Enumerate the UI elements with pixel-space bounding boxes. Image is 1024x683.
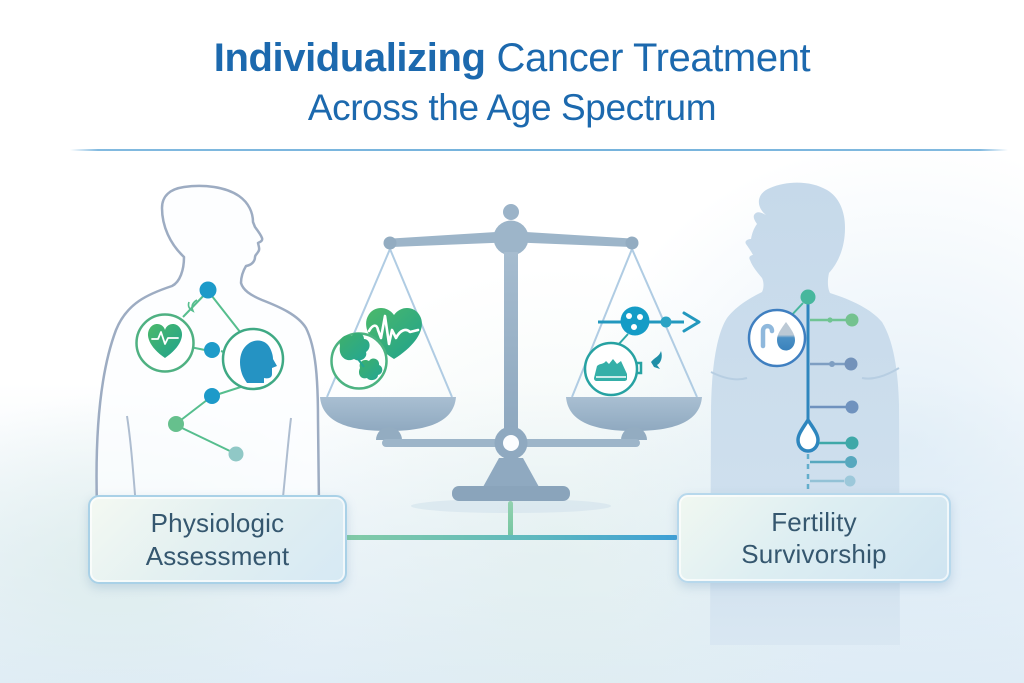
branch-end-dot xyxy=(844,357,858,371)
title-rest: Cancer Treatment xyxy=(496,36,811,80)
cell-dot xyxy=(631,324,637,330)
network-line xyxy=(180,399,208,421)
beam-knob-right xyxy=(625,236,639,250)
head-profile-shape xyxy=(240,340,277,383)
branch-end-dot xyxy=(845,436,859,450)
scale-pivot-hole xyxy=(503,435,519,451)
beam-knob-left xyxy=(383,236,397,250)
droplet-marker-icon xyxy=(796,416,820,453)
heart-ekg-icon xyxy=(135,313,195,373)
connector-stub xyxy=(508,501,513,537)
network-line xyxy=(181,427,233,453)
kidney-stem xyxy=(357,358,365,368)
heart-shape xyxy=(147,324,183,358)
water-drop-icon xyxy=(777,322,795,351)
network-node xyxy=(228,446,244,462)
arrow-head xyxy=(682,311,701,333)
sleeve-line-left xyxy=(710,371,748,381)
branch-end-dot xyxy=(844,475,856,487)
scale-post xyxy=(504,252,518,432)
sneaker-shape xyxy=(594,359,627,381)
pan-dome-right xyxy=(621,427,647,440)
branch-mid-dot xyxy=(829,361,835,367)
network-node xyxy=(204,388,220,404)
scale-base-neck xyxy=(483,458,539,487)
right-pan-icons xyxy=(583,306,701,397)
connector-line xyxy=(345,535,678,540)
kidney-blob-large xyxy=(339,332,370,361)
leaf-squiggle xyxy=(187,299,198,313)
badge-tab xyxy=(636,361,643,375)
title-divider-line xyxy=(70,149,1008,151)
branch-end-dot xyxy=(845,313,859,327)
title-line-2: Across the Age Spectrum xyxy=(307,87,717,129)
fertility-badge-circle xyxy=(747,308,807,368)
scale-pan-left xyxy=(320,397,456,431)
left-pan-icons xyxy=(330,307,422,390)
kidneys-icon xyxy=(330,332,388,390)
egg-cell-icon xyxy=(620,306,650,336)
pan-dome-left xyxy=(376,427,402,440)
scale-finial xyxy=(503,204,519,220)
scale-base-foot xyxy=(452,486,570,501)
network-node xyxy=(199,281,217,299)
branch-mid-dot xyxy=(827,317,833,323)
cognition-head-icon xyxy=(221,327,285,391)
timeline-top-node xyxy=(800,289,816,305)
fertility-survivorship-label: Fertility Survivorship xyxy=(677,493,951,583)
network-node xyxy=(168,416,184,432)
physiologic-assessment-label: Physiologic Assessment xyxy=(88,495,347,584)
scale-beam xyxy=(392,231,631,247)
elderly-patient-figure xyxy=(95,184,321,508)
timeline-branch-dots xyxy=(810,313,859,487)
cell-dot xyxy=(626,313,632,319)
ekg-line xyxy=(367,314,420,346)
bird-icon xyxy=(651,351,662,369)
kidney-blob-small xyxy=(358,358,383,381)
cell-body xyxy=(620,306,650,336)
branch-end-dot xyxy=(845,400,859,414)
iv-hook-icon xyxy=(760,323,775,349)
sleeve-line-right xyxy=(861,367,900,380)
sneaker-icon xyxy=(583,341,643,397)
arrow-dot xyxy=(660,316,672,328)
network-line xyxy=(207,290,245,338)
scale-pan-right xyxy=(566,397,702,431)
fertility-drop-badge xyxy=(747,308,807,368)
network-node-dots xyxy=(168,281,244,462)
network-node xyxy=(204,342,220,358)
cell-dot xyxy=(637,314,643,320)
ekg-line xyxy=(151,331,179,345)
branch-end-dot xyxy=(845,456,857,468)
title-bold-word: Individualizing xyxy=(213,36,486,80)
balance-scale xyxy=(320,204,702,513)
